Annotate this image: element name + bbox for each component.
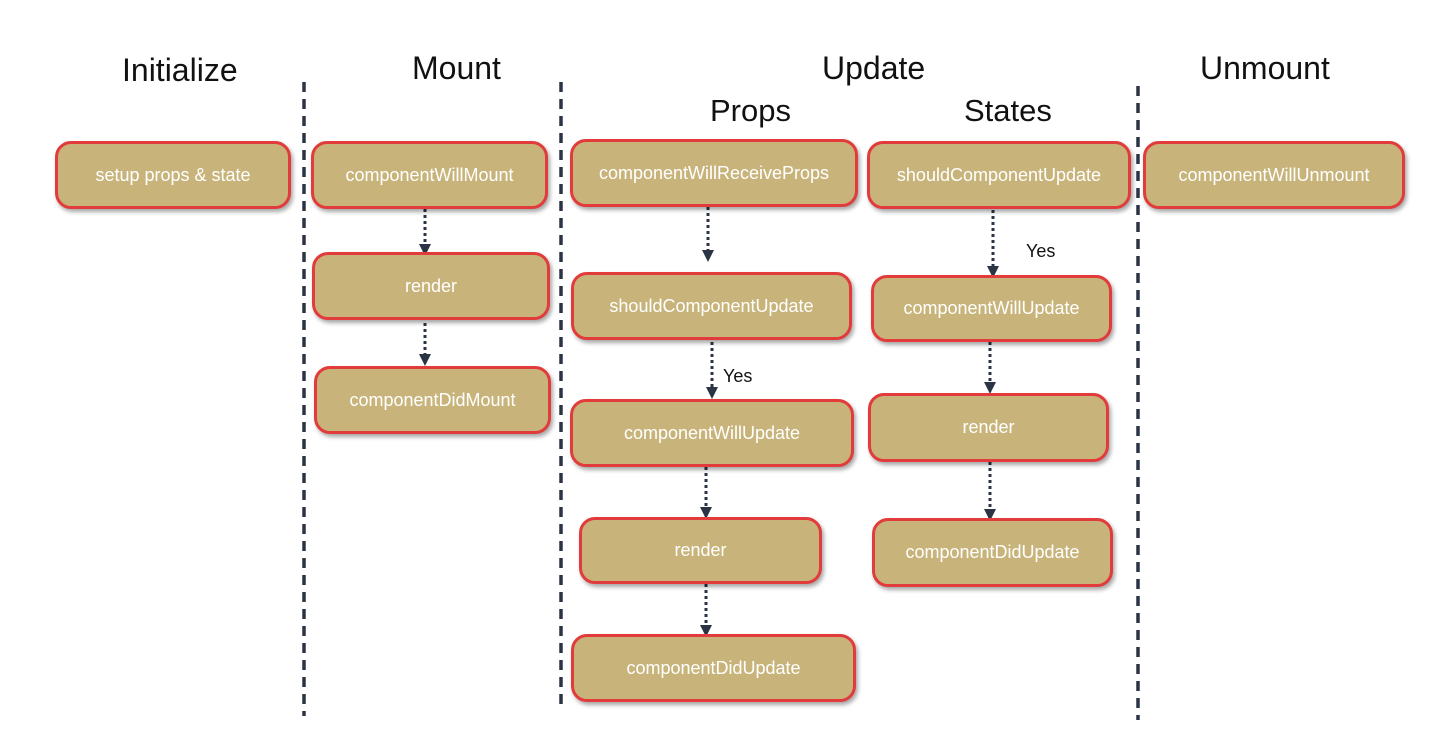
node-props-render: render	[579, 517, 822, 584]
node-states-component-did-update: componentDidUpdate	[872, 518, 1113, 587]
node-props-component-did-update: componentDidUpdate	[571, 634, 856, 702]
phase-mount-heading: Mount	[412, 50, 501, 86]
yes-label-props: Yes	[723, 366, 753, 386]
subphase-props-heading: Props	[710, 93, 791, 128]
node-states-component-will-update: componentWillUpdate	[871, 275, 1112, 342]
yes-label-states: Yes	[1026, 241, 1056, 261]
subphase-states-heading: States	[964, 93, 1052, 128]
node-component-will-unmount: componentWillUnmount	[1143, 141, 1405, 209]
node-states-should-component-update: shouldComponentUpdate	[867, 141, 1131, 209]
node-props-component-will-update: componentWillUpdate	[570, 399, 854, 467]
phase-initialize-heading: Initialize	[122, 52, 238, 88]
phase-update-heading: Update	[822, 50, 926, 86]
node-setup-props-state: setup props & state	[55, 141, 291, 209]
phase-unmount-heading: Unmount	[1200, 50, 1330, 86]
node-mount-render: render	[312, 252, 550, 320]
node-states-render: render	[868, 393, 1109, 462]
node-component-will-mount: componentWillMount	[311, 141, 548, 209]
node-component-will-receive-props: componentWillReceiveProps	[570, 139, 858, 207]
node-props-should-component-update: shouldComponentUpdate	[571, 272, 852, 340]
node-component-did-mount: componentDidMount	[314, 366, 551, 434]
